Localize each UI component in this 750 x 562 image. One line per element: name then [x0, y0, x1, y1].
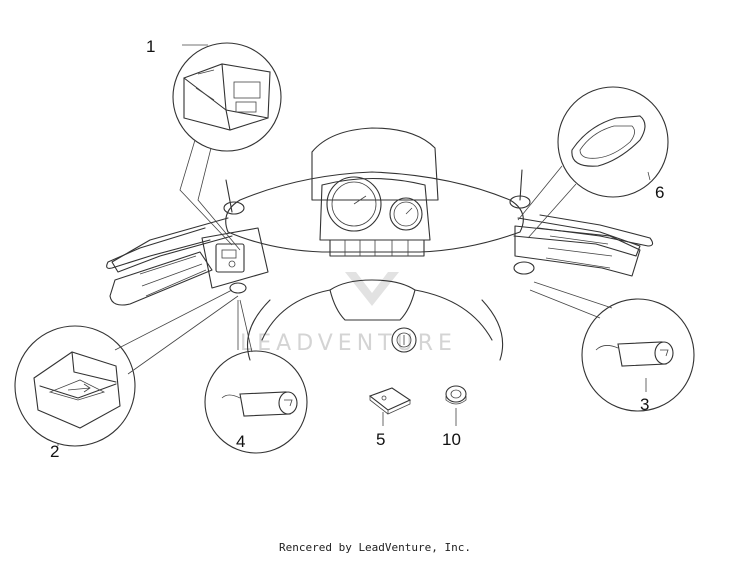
detail-4-horn-button [204, 299, 308, 454]
part-10-grommet [445, 385, 467, 426]
callout-2: 2 [50, 442, 59, 461]
callout-10: 10 [442, 430, 461, 449]
detail-2-turn-signal-switch [14, 289, 239, 447]
watermark-text: LEADVENTURE [240, 331, 457, 356]
scooter-handlebar-drawing [106, 127, 654, 361]
detail-1-light-switch [172, 42, 282, 251]
footer-credit: Rencered by LeadVenture, Inc. [278, 541, 472, 554]
callout-6: 6 [655, 183, 664, 202]
callout-3: 3 [640, 395, 649, 414]
leadventure-watermark: LEADVENTURE [240, 272, 457, 356]
callout-1: 1 [146, 37, 155, 56]
callout-5: 5 [376, 430, 385, 449]
callout-4: 4 [236, 432, 245, 451]
detail-6-trim-bezel [517, 86, 669, 239]
detail-3-starter-button [529, 281, 695, 412]
part-5-mounting-plate [368, 387, 412, 426]
